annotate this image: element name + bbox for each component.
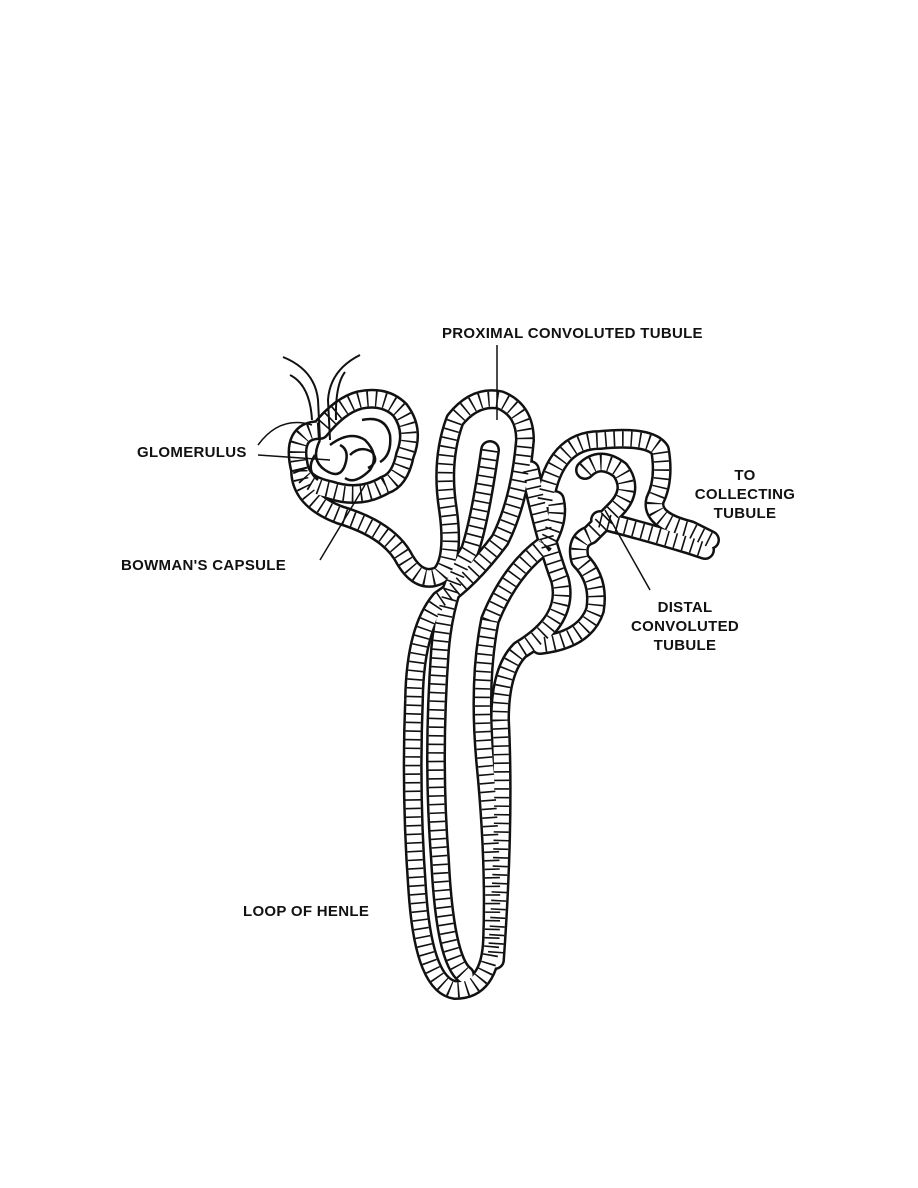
leader-glomerulus [257, 454, 331, 461]
leader-bowmans [319, 484, 366, 561]
leader-glomerulus-arc [257, 421, 313, 446]
label-loop-of-henle: LOOP OF HENLE [243, 903, 370, 920]
label-line: COLLECTING [694, 486, 796, 503]
label-line: TUBULE [653, 637, 717, 654]
label-line: TO [734, 467, 756, 484]
label-bowmans-capsule: BOWMAN'S CAPSULE [121, 557, 287, 574]
label-line: CONVOLUTED [631, 618, 739, 635]
label-distal-convoluted-tubule: DISTAL CONVOLUTED TUBULE [615, 598, 755, 655]
label-glomerulus: GLOMERULUS [137, 444, 247, 461]
leader-distal [604, 509, 651, 591]
glomerulus-tuft [309, 417, 392, 482]
afferent-efferent-vessels [282, 354, 361, 441]
label-line: DISTAL [657, 599, 713, 616]
label-proximal-convoluted-tubule: PROXIMAL CONVOLUTED TUBULE [442, 325, 703, 342]
label-to-collecting-tubule: TO COLLECTING TUBULE [680, 466, 810, 523]
label-line: TUBULE [713, 505, 777, 522]
